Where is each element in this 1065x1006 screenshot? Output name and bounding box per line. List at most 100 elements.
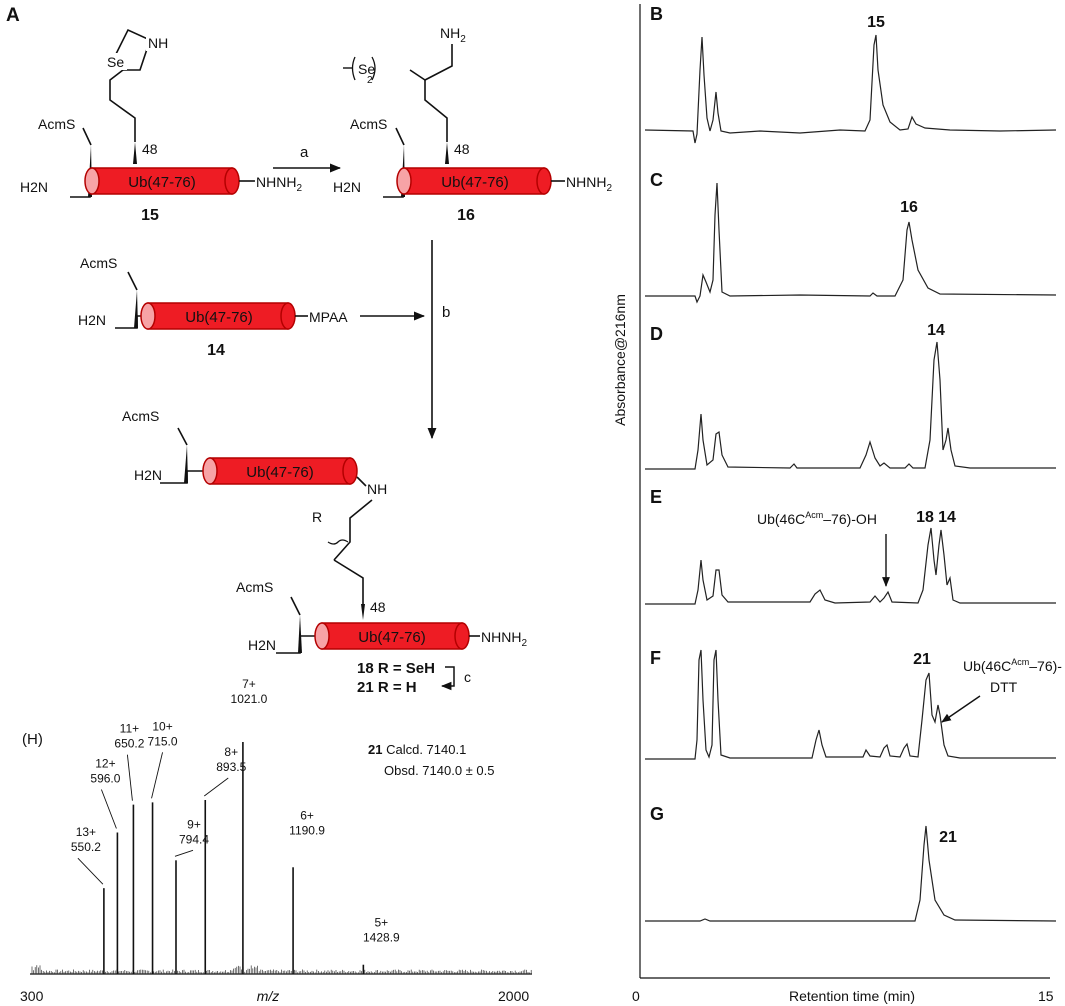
hplc-trace-d <box>645 341 1056 470</box>
panel-label-a: A <box>6 5 20 26</box>
panel-label-h: (H) <box>22 731 43 748</box>
annotation-ub-dtt: Ub(46CAcm–76)- <box>963 657 1062 674</box>
step-a-label: a <box>300 144 309 161</box>
step-b-label: b <box>442 304 450 321</box>
compound-number-16: 16 <box>457 207 475 224</box>
mpaa-label: MPAA <box>309 309 348 325</box>
r-group-label: R <box>312 509 322 525</box>
compound-15: AcmS H2N Se NH 48 Ub(47-76) NHNH2 15 <box>20 28 302 224</box>
amine-label: H2N <box>134 467 162 483</box>
ms-peak-leader <box>100 789 117 829</box>
hplc-x-max: 15 <box>1038 988 1054 1004</box>
ms-peak-mz: 596.0 <box>90 771 120 785</box>
ub-segment-label: Ub(47-76) <box>185 309 253 326</box>
ms-x-max: 2000 <box>498 988 529 1004</box>
ms-peak-leader <box>126 754 133 801</box>
ub-segment-label: Ub(47-76) <box>246 464 314 481</box>
ms-x-min: 300 <box>20 988 44 1004</box>
dimer-subscript: 2 <box>367 75 373 86</box>
hplc-x-min: 0 <box>632 988 640 1004</box>
peak-label-14: 14 <box>927 322 945 339</box>
peak-label-16: 16 <box>900 199 918 216</box>
annotation-dtt-arrow <box>941 695 981 723</box>
peak-label-21-g: 21 <box>939 829 957 846</box>
position-48: 48 <box>454 141 470 157</box>
ub-segment-label: Ub(47-76) <box>128 174 196 191</box>
ms-peak-leader <box>174 849 194 857</box>
compound-number-15: 15 <box>141 207 159 224</box>
ms-peak-mz: 550.2 <box>71 840 101 854</box>
peak-label-14-e: 14 <box>938 509 956 526</box>
obsd-mass: Obsd. 7140.0 ± 0.5 <box>384 763 495 778</box>
ms-peak-charge: 7+ <box>242 677 256 691</box>
hplc-trace-g <box>645 825 1057 922</box>
acms-label: AcmS <box>350 116 387 132</box>
amine-label: H2N <box>78 312 106 328</box>
ms-peak-charge: 11+ <box>120 722 139 736</box>
hplc-y-label: Absorbance@216nm <box>612 294 628 426</box>
amide-nh: NH <box>367 481 387 497</box>
ms-spectrum: (H) 300 2000 m/z 13+550.2 12+596.0 11+650.… <box>20 677 532 1004</box>
ub-cylinder <box>91 167 233 195</box>
ms-peak-charge: 9+ <box>187 817 201 831</box>
hplc-trace-f <box>645 649 1056 760</box>
arrow-step-c <box>440 666 455 691</box>
ms-peak-charge: 13+ <box>76 825 96 839</box>
hydrazide-label: NHNH2 <box>256 174 302 194</box>
side-chain-nh2: NH2 <box>440 25 466 45</box>
ms-peak-leader <box>77 857 104 885</box>
panel-label-g: G <box>650 804 664 824</box>
amine-label: H2N <box>20 179 48 195</box>
step-c-label: c <box>464 669 471 685</box>
acms-label: AcmS <box>80 255 117 271</box>
calcd-mass: 21 Calcd. 7140.1 <box>368 742 466 757</box>
ring-nh: NH <box>148 35 168 51</box>
ub-segment-label: Ub(47-76) <box>358 629 426 646</box>
amine-label: H2N <box>333 179 361 195</box>
acms-label: AcmS <box>38 116 75 132</box>
ms-x-label: m/z <box>257 988 280 1004</box>
peak-label-18: 18 <box>916 509 934 526</box>
ligation-product: AcmS H2N Ub(47-76) NH R 48 AcmS H2N Ub(4… <box>122 408 527 696</box>
acms-label: AcmS <box>122 408 159 424</box>
ms-peak-mz: 1190.9 <box>289 823 325 837</box>
ms-peak-mz: 1021.0 <box>231 692 268 706</box>
panel-label-d: D <box>650 324 663 344</box>
ms-peak-mz: 794.4 <box>179 832 209 846</box>
ms-baseline-noise <box>31 965 532 974</box>
peak-label-15: 15 <box>867 14 885 31</box>
ms-peak-mz: 893.5 <box>216 760 246 774</box>
position-48: 48 <box>370 599 386 615</box>
ms-peak-charge: 12+ <box>95 756 115 770</box>
hydrazide-label: NHNH2 <box>566 174 612 194</box>
panel-label-e: E <box>650 487 662 507</box>
annotation-ub-oh: Ub(46CAcm–76)-OH <box>757 510 877 527</box>
panel-label-b: B <box>650 4 663 24</box>
compound-16: AcmS H2N NH2 Se 2 48 Ub(47-76) NHNH2 16 <box>333 25 612 224</box>
ms-peak-charge: 5+ <box>375 916 389 930</box>
compound-14: AcmS H2N Ub(47-76) MPAA 14 <box>78 255 426 359</box>
ms-peak-charge: 10+ <box>152 719 172 733</box>
position-48: 48 <box>142 141 158 157</box>
hplc-trace-b <box>644 34 1057 144</box>
ms-peak-charge: 6+ <box>300 808 314 822</box>
panel-label-f: F <box>650 648 661 668</box>
ub-segment-label: Ub(47-76) <box>441 174 509 191</box>
hplc-trace-e <box>645 527 1056 605</box>
product-21-label: 21 R = H <box>357 679 417 696</box>
ms-peak-leader <box>151 752 163 799</box>
product-18-label: 18 R = SeH <box>357 660 435 677</box>
hplc-trace-c <box>645 182 1057 304</box>
peak-label-21-f: 21 <box>913 651 931 668</box>
selenium-atom: Se <box>107 54 124 70</box>
amine-label: H2N <box>248 637 276 653</box>
ms-peak-mz: 715.0 <box>148 734 178 748</box>
ms-peak-mz: 650.2 <box>114 737 144 751</box>
hydrazide-label: NHNH2 <box>481 629 527 649</box>
panel-label-c: C <box>650 170 663 190</box>
ms-peak-mz: 1428.9 <box>363 931 400 945</box>
ms-peak-charge: 8+ <box>224 745 238 759</box>
annotation-ub-dtt-line2: DTT <box>990 679 1018 695</box>
diselenide-label: Se <box>358 61 375 77</box>
